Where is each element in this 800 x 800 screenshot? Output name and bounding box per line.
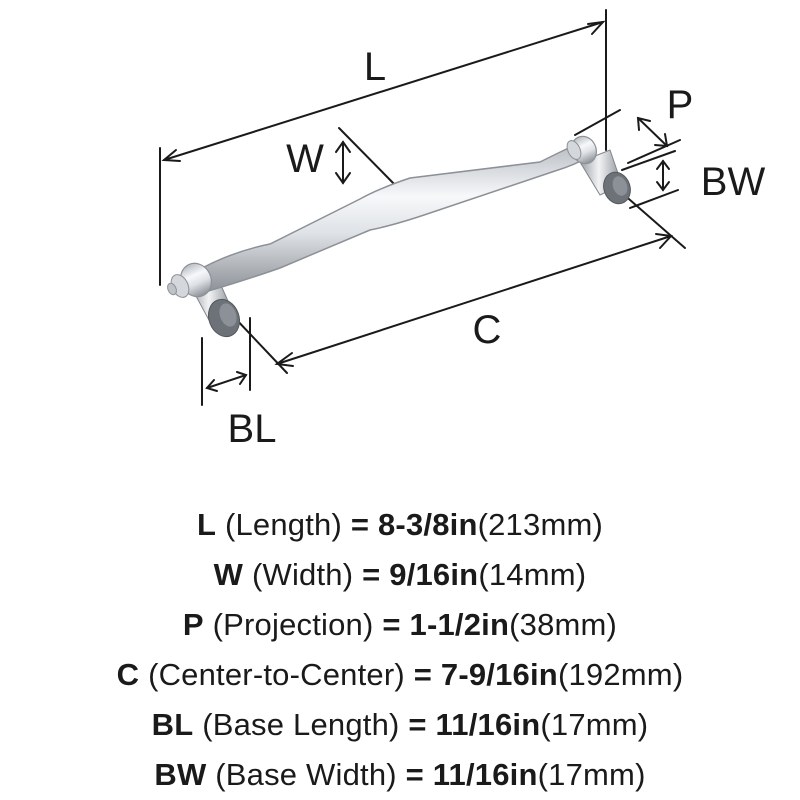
base-width-extension-top bbox=[621, 150, 676, 171]
spec-equals: = bbox=[382, 607, 401, 642]
spec-imperial: 7-9/16in bbox=[440, 657, 558, 692]
spec-metric: (213mm) bbox=[477, 507, 604, 542]
spec-metric: (17mm) bbox=[540, 707, 649, 742]
spec-description: (Length) bbox=[224, 507, 343, 542]
projection-dimension-line bbox=[637, 117, 668, 147]
spec-description: (Base Width) bbox=[215, 757, 397, 792]
spec-abbr: C bbox=[116, 657, 140, 692]
left-end-cap bbox=[167, 262, 212, 298]
width-extension bbox=[338, 127, 399, 189]
spec-metric: (17mm) bbox=[537, 757, 646, 792]
spec-abbr: W bbox=[213, 557, 244, 592]
spec-abbr: L bbox=[196, 507, 217, 542]
spec-metric: (14mm) bbox=[478, 557, 587, 592]
spec-description: (Center-to-Center) bbox=[148, 657, 405, 692]
spec-center-to-center: C (Center-to-Center) = 7-9/16in(192mm) bbox=[0, 650, 800, 700]
spec-equals: = bbox=[413, 657, 433, 692]
projection-arrow-bottom bbox=[654, 133, 669, 148]
length-label: L bbox=[364, 45, 386, 89]
handle-bar bbox=[194, 144, 592, 293]
spec-base-length: BL (Base Length) = 11/16in(17mm) bbox=[0, 700, 800, 750]
length-dimension-line bbox=[163, 21, 604, 161]
spec-abbr: BL bbox=[151, 707, 194, 742]
spec-width: W (Width) = 9/16in(14mm) bbox=[0, 550, 800, 600]
base-length-dimension-line bbox=[206, 374, 247, 389]
center-label: C bbox=[473, 308, 502, 352]
spec-equals: = bbox=[405, 757, 424, 792]
spec-equals: = bbox=[350, 507, 370, 542]
projection-arrow-top bbox=[636, 116, 651, 131]
spec-imperial: 1-1/2in bbox=[409, 607, 510, 642]
center-dimension-line bbox=[276, 235, 672, 365]
length-arrow-right bbox=[587, 20, 606, 35]
base-width-extension-bottom bbox=[629, 189, 679, 209]
width-label: W bbox=[286, 137, 324, 181]
spec-description: (Width) bbox=[251, 557, 354, 592]
right-end-cap bbox=[566, 135, 597, 165]
spec-imperial: 9/16in bbox=[389, 557, 479, 592]
base-width-arrow-top bbox=[656, 159, 670, 170]
base-width-label: BW bbox=[701, 160, 766, 204]
handle-dimension-diagram: L W P BW C BL bbox=[159, 9, 766, 451]
projection-extension-top bbox=[574, 109, 621, 136]
center-arrow-left bbox=[274, 352, 294, 367]
spec-description: (Base Length) bbox=[202, 707, 400, 742]
dimension-lines bbox=[159, 9, 686, 406]
base-length-label: BL bbox=[228, 407, 277, 451]
dimension-specs-list: L (Length) = 8-3/8in(213mm) W (Width) = … bbox=[0, 500, 800, 800]
spec-length: L (Length) = 8-3/8in(213mm) bbox=[0, 500, 800, 550]
width-arrow-bottom bbox=[335, 172, 351, 185]
length-arrow-left bbox=[161, 149, 181, 162]
spec-imperial: 8-3/8in bbox=[377, 507, 478, 542]
spec-abbr: BW bbox=[154, 757, 207, 792]
base-length-arrow-left bbox=[205, 379, 218, 392]
spec-equals: = bbox=[362, 557, 381, 592]
spec-abbr: P bbox=[182, 607, 204, 642]
spec-imperial: 11/16in bbox=[432, 757, 538, 792]
spec-imperial: 11/16in bbox=[435, 707, 541, 742]
spec-base-width: BW (Base Width) = 11/16in(17mm) bbox=[0, 750, 800, 800]
base-width-arrow-bottom bbox=[656, 181, 670, 192]
center-arrow-right bbox=[655, 233, 674, 249]
center-extension-right bbox=[621, 192, 686, 249]
projection-extension-bottom bbox=[627, 139, 681, 164]
spec-metric: (192mm) bbox=[557, 657, 684, 692]
spec-projection: P (Projection) = 1-1/2in(38mm) bbox=[0, 600, 800, 650]
cabinet-pull-handle bbox=[167, 135, 631, 338]
width-arrow-top bbox=[335, 140, 351, 153]
spec-metric: (38mm) bbox=[509, 607, 618, 642]
spec-description: (Projection) bbox=[212, 607, 374, 642]
projection-label: P bbox=[667, 83, 694, 127]
spec-equals: = bbox=[408, 707, 427, 742]
base-length-arrow-right bbox=[236, 371, 248, 385]
